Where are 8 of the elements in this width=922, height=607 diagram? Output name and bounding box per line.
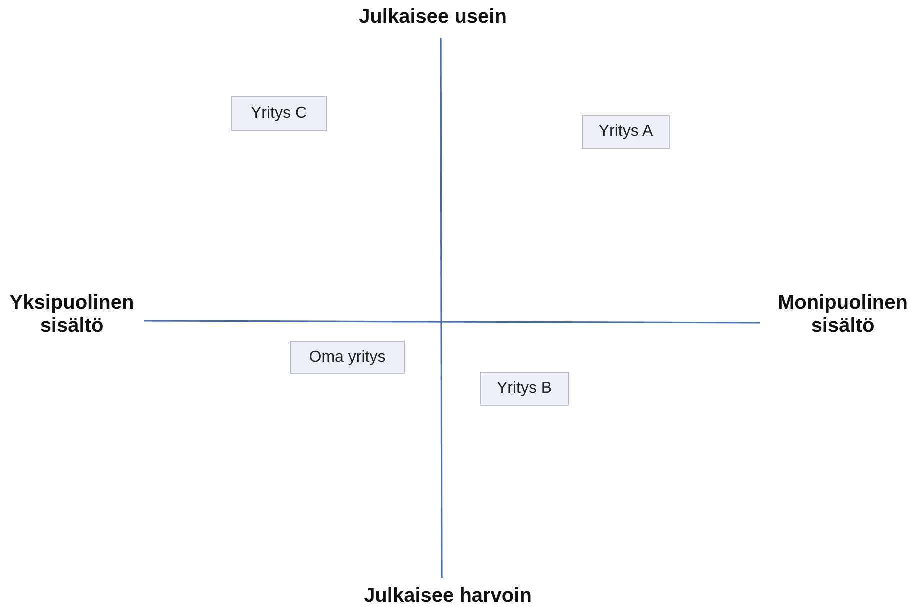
company-box: Yritys C <box>231 96 327 131</box>
company-box: Yritys B <box>480 372 569 406</box>
company-box: Oma yritys <box>290 341 405 374</box>
company-box: Yritys A <box>582 115 670 149</box>
axis-label: Julkaisee harvoin <box>363 585 533 607</box>
axis-label: Julkaisee usein <box>358 6 508 29</box>
axis-label: Yksipuolinen sisältö <box>8 292 136 338</box>
axis-label: Monipuolinen sisältö <box>777 292 909 338</box>
